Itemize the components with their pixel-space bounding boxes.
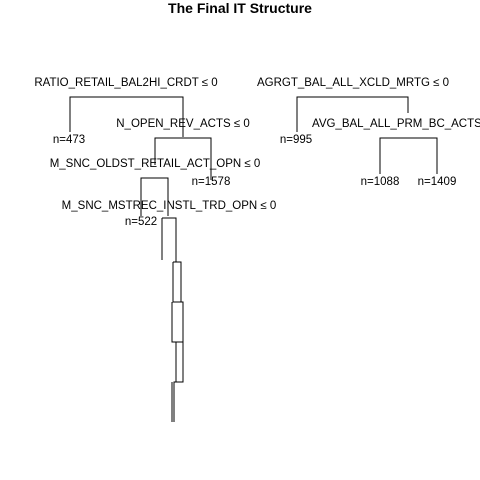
- leaf-label-right-b: n=1409: [418, 176, 457, 188]
- split-label-agrgt-bal: AGRGT_BAL_ALL_XCLD_MRTG ≤ 0: [257, 77, 449, 89]
- edge-root-right: [296, 96, 409, 132]
- edge-avgbal: [379, 137, 438, 174]
- split-label-mstrec: M_SNC_MSTREC_INSTL_TRD_OPN ≤ 0: [62, 200, 277, 212]
- edge-deep-chain-3: [172, 341, 184, 383]
- edge-nopen: [154, 137, 212, 180]
- leaf-label-right-a: n=1088: [361, 176, 400, 188]
- split-label-ratio-retail: RATIO_RETAIL_BAL2HI_CRDT ≤ 0: [34, 77, 217, 89]
- leaf-label-deep: n=522: [125, 216, 157, 228]
- split-label-n-open: N_OPEN_REV_ACTS ≤ 0: [116, 118, 250, 130]
- split-label-oldst-retail: M_SNC_OLDST_RETAIL_ACT_OPN ≤ 0: [50, 158, 261, 170]
- edge-root-left: [69, 96, 184, 137]
- split-label-avg-bal: AVG_BAL_ALL_PRM_BC_ACTS ≤ 0: [312, 118, 480, 130]
- diagram-title: The Final IT Structure: [168, 0, 312, 16]
- leaf-label-right: n=995: [280, 134, 312, 146]
- tree-edges-right: [296, 96, 438, 174]
- edge-deep-chain-4: [171, 381, 179, 422]
- leaf-label-left: n=473: [53, 134, 85, 146]
- edge-deep-chain-2: [171, 301, 184, 343]
- edge-deep-chain: [162, 217, 182, 303]
- leaf-label-mid: n=1578: [192, 176, 231, 188]
- tree-edges: [69, 96, 212, 422]
- edge-oldst: [140, 177, 169, 216]
